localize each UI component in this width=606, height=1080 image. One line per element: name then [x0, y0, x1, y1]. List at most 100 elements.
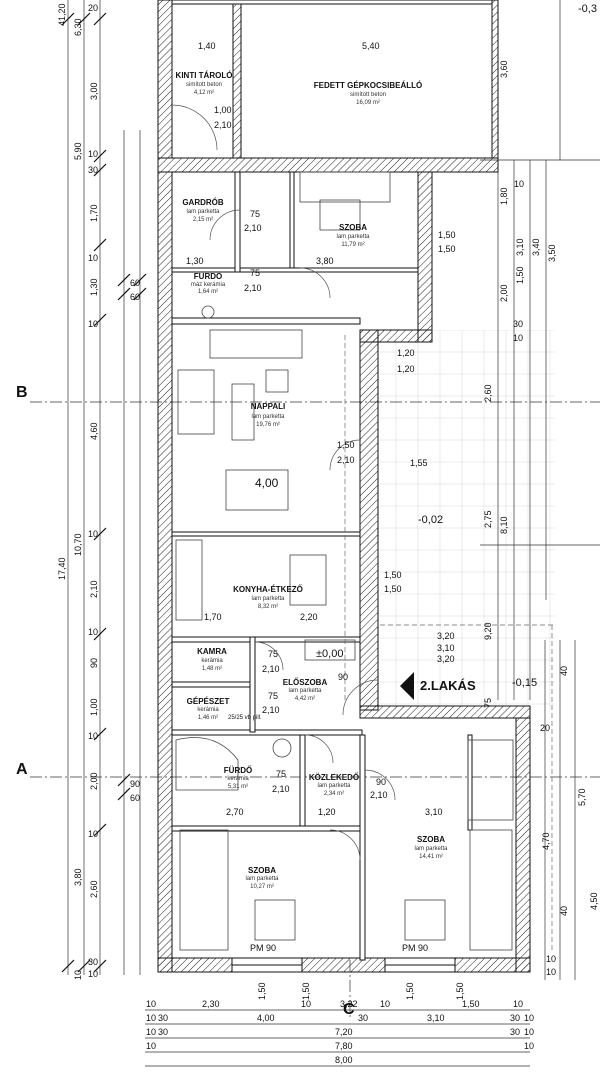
entrance-arrow-icon [400, 672, 414, 700]
bottom-dim: 8,00 [335, 1055, 353, 1065]
room-floor-szoba-3: lam parketta [414, 846, 448, 852]
dim-label: 3,80 [316, 256, 334, 266]
right-dim: 20 [540, 723, 551, 733]
dim-label: 75 [250, 268, 261, 278]
bottom-windows [231, 957, 456, 973]
right-dim: 3,60 [499, 60, 509, 78]
opening-dim: 1,50 [455, 982, 465, 1000]
dim-label: 3,10 [437, 643, 455, 653]
furniture [175, 171, 514, 951]
dim-label: 3,20 [437, 631, 455, 641]
dim-label: 2,10 [262, 664, 280, 674]
right-dim: 5,70 [577, 788, 587, 806]
room-area-kamra: 1,48 m² [201, 666, 223, 672]
right-dim: 10 [514, 179, 525, 189]
room-name-carport: FEDETT GÉPKOCSIBEÁLLÓ [313, 81, 423, 90]
dim-label: 75 [276, 769, 287, 779]
room-area-szoba-1: 11,79 m² [341, 242, 365, 248]
left-dim-small: 10 [88, 969, 99, 979]
left-dim: 41,20 [57, 3, 67, 26]
room-floor-furdo-1: máz kerámia [190, 282, 226, 288]
bottom-dim: 7,80 [335, 1041, 353, 1051]
right-dim: 2,60 [483, 384, 493, 402]
bottom-dim: 3,10 [427, 1013, 445, 1023]
left-dim-small: 10 [88, 731, 99, 741]
level-terrace: -0,02 [418, 514, 444, 526]
dim-label: 2,10 [244, 283, 262, 293]
axis-label-c: C [343, 1001, 355, 1018]
left-dim-small: 90 [130, 779, 141, 789]
left-dim-small: 60 [130, 278, 141, 288]
room-area-carport: 16,09 m² [356, 100, 380, 106]
dim-label: 1,40 [198, 41, 216, 51]
left-dim: 2,00 [89, 772, 99, 790]
dim-label: 3,10 [425, 807, 443, 817]
room-floor-carport: simított beton [349, 92, 387, 98]
right-dim: 75 [483, 697, 493, 708]
bottom-dim: 1,50 [462, 999, 480, 1009]
apartment-label: 2.LAKÁS [420, 678, 476, 693]
dim-label: 1,70 [204, 612, 222, 622]
room-floor-kozlekedo: lam parketta [317, 783, 351, 789]
dim-label: PM 90 [402, 943, 429, 953]
dim-label: 2,10 [214, 120, 232, 130]
left-dim: 1,00 [89, 698, 99, 716]
room-area-konyha: 8,32 m² [257, 604, 279, 610]
left-dim: 3,00 [89, 82, 99, 100]
dim-label: 2,10 [262, 705, 280, 715]
bottom-dim: 3,22 [340, 999, 358, 1009]
left-dim-small: 10 [88, 529, 99, 539]
left-dim-small: 10 [88, 149, 99, 159]
left-dim: 6,30 [73, 18, 83, 36]
dashed-lines [344, 335, 555, 950]
dim-label: 1,50 [337, 440, 355, 450]
room-name-furdo-2: FÜRDŐ [223, 766, 253, 775]
dim-label: 2,20 [300, 612, 318, 622]
right-dimension-lines [480, 0, 600, 980]
bottom-dim: 10 [146, 1041, 157, 1051]
bottom-dim: 10 [146, 999, 157, 1009]
dim-label: 1,50 [438, 230, 456, 240]
right-dim: 3,40 [531, 238, 541, 256]
room-name-nappali: NAPPALI [250, 402, 286, 411]
dim-label: 1,55 [410, 458, 428, 468]
right-dim: 4,50 [589, 892, 599, 910]
bottom-dim: 10 [146, 1027, 157, 1037]
right-dim: 4,70 [541, 832, 551, 850]
bottom-dim: 30 [158, 1013, 169, 1023]
bottom-dim: 7,20 [335, 1027, 353, 1037]
dim-label: 1,50 [384, 570, 402, 580]
room-floor-gardrob: lam parketta [186, 209, 220, 215]
right-dim: 8,10 [499, 516, 509, 534]
room-name-kamra: KAMRA [197, 647, 227, 656]
left-dimension-lines [67, 0, 141, 975]
left-dim-small: 10 [88, 829, 99, 839]
dim-label: 1,20 [397, 364, 415, 374]
right-dim: 1,80 [499, 187, 509, 205]
bottom-dim: 4,00 [257, 1013, 275, 1023]
room-floor-szoba-1: lam parketta [336, 234, 370, 240]
room-name-furdo-1: FÜRDŐ [193, 272, 223, 281]
dim-label: PM 90 [250, 943, 277, 953]
opening-dim: 1,50 [405, 982, 415, 1000]
dim-label: 75 [250, 209, 261, 219]
left-dim: 2,10 [89, 580, 99, 598]
bottom-dim: 10 [301, 999, 312, 1009]
left-dim: 1,70 [89, 204, 99, 222]
dim-label: 1,50 [384, 584, 402, 594]
dim-label: 2,70 [226, 807, 244, 817]
left-dim: 17,40 [57, 557, 67, 580]
left-dim: 10 [73, 969, 83, 980]
dim-label: 2,10 [272, 784, 290, 794]
door-swings [171, 104, 396, 861]
opening-dim: 1,50 [301, 982, 311, 1000]
axis-label-b: B [16, 384, 28, 401]
outbuilding-walls [157, 0, 499, 173]
left-ticks [61, 12, 147, 973]
right-dim: 10 [546, 967, 557, 977]
axis-label-a: A [16, 761, 28, 778]
room-name-eloszoba: ELŐSZOBA [282, 678, 328, 687]
room-name-gardrob: GARDRÓB [182, 198, 224, 207]
left-dim: 5,90 [73, 142, 83, 160]
